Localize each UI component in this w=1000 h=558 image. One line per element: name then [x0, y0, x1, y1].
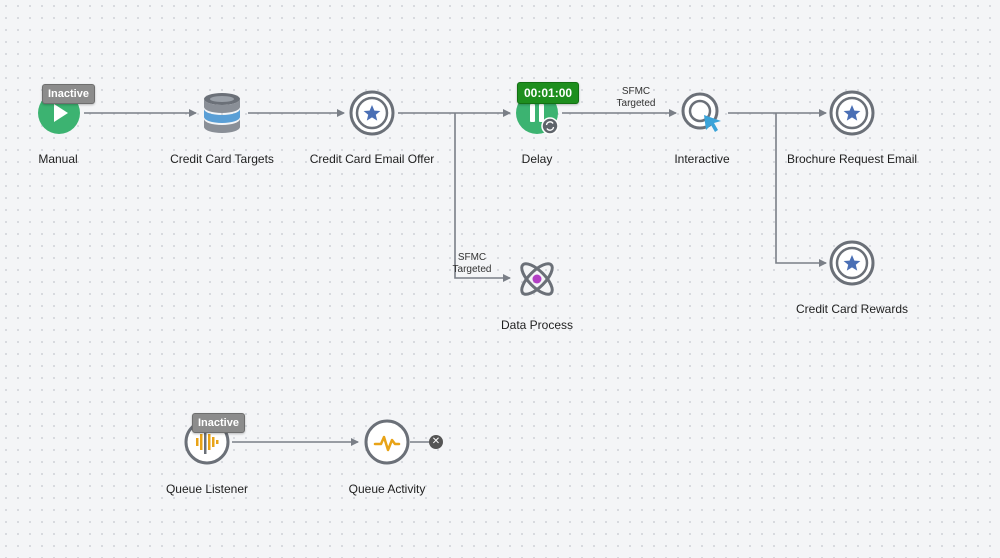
edge-offer-to-data-process: [454, 113, 511, 282]
node-label-credit-card-targets: Credit Card Targets: [170, 152, 274, 166]
edge-label-offer-to-data-process: SFMC Targeted: [453, 252, 492, 276]
node-credit-card-rewards[interactable]: [829, 240, 875, 286]
node-label-interactive: Interactive: [674, 152, 730, 166]
node-label-data-process: Data Process: [500, 318, 574, 332]
node-brochure-request-email[interactable]: [829, 90, 875, 136]
database-icon: [204, 93, 240, 133]
atom-icon: [520, 262, 554, 296]
edge-interactive-to-rewards: [775, 113, 827, 267]
timer-badge-delay: 00:01:00: [517, 82, 580, 104]
status-badge-queue-listener: Inactive: [192, 413, 245, 433]
email-star-icon: [829, 90, 875, 136]
end-marker-close-icon[interactable]: ✕: [429, 435, 443, 449]
edge-label-delay-to-interactive: SFMC Targeted: [617, 86, 656, 110]
node-label-queue-activity: Queue Activity: [348, 482, 426, 496]
node-label-delay: Delay: [521, 152, 553, 166]
pulse-icon: [364, 419, 410, 465]
node-data-process[interactable]: [514, 256, 560, 302]
edge-label-line2: Targeted: [616, 98, 656, 109]
edge-label-line2: Targeted: [452, 264, 492, 275]
node-queue-activity[interactable]: [364, 419, 410, 465]
email-star-icon: [829, 240, 875, 286]
node-label-brochure-request-email: Brochure Request Email: [786, 152, 918, 166]
interactive-cursor-icon: [681, 92, 721, 132]
node-credit-card-email-offer[interactable]: [349, 90, 395, 136]
node-credit-card-targets[interactable]: [199, 90, 245, 136]
node-interactive[interactable]: [679, 90, 725, 136]
node-label-credit-card-rewards: Credit Card Rewards: [795, 302, 909, 316]
status-badge-manual: Inactive: [42, 84, 95, 104]
node-label-credit-card-email-offer: Credit Card Email Offer: [309, 152, 435, 166]
edge-label-line1: SFMC: [457, 252, 487, 263]
edge-label-line1: SFMC: [621, 86, 651, 97]
node-label-manual: Manual: [38, 152, 78, 166]
email-star-icon: [349, 90, 395, 136]
node-label-queue-listener: Queue Listener: [165, 482, 249, 496]
